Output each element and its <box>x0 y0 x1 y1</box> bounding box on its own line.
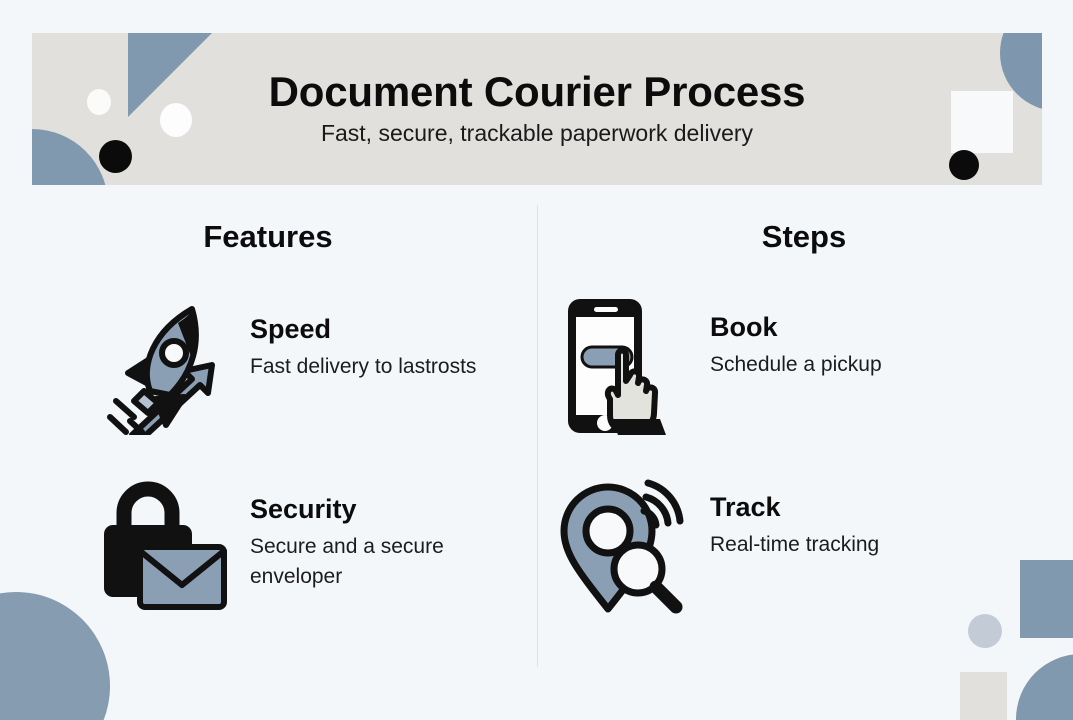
feature-security-desc: Secure and a secure enveloper <box>250 534 444 588</box>
decor-banner-black-dot-2 <box>949 150 979 180</box>
feature-item-speed: Speed Fast delivery to lastrosts <box>0 295 536 435</box>
column-divider <box>537 205 538 667</box>
header-banner: Document Courier Process Fast, secure, t… <box>32 33 1042 185</box>
step-book-desc: Schedule a pickup <box>710 352 882 376</box>
step-book-title: Book <box>710 312 778 342</box>
step-track-desc: Real-time tracking <box>710 532 880 556</box>
phone-tap-icon <box>556 295 688 435</box>
map-pin-search-icon <box>556 475 688 615</box>
feature-security-title: Security <box>250 494 357 524</box>
decor-banner-black-dot-1 <box>99 140 132 173</box>
page-subtitle: Fast, secure, trackable paperwork delive… <box>320 120 754 147</box>
steps-heading: Steps <box>761 219 847 254</box>
features-heading: Features <box>203 219 333 254</box>
feature-item-security: Security Secure and a secure enveloper <box>0 475 536 615</box>
steps-column: Steps <box>536 205 1072 675</box>
step-item-track: Track Real-time tracking <box>536 475 1072 615</box>
decor-bottom-right-dot <box>968 614 1002 648</box>
decor-banner-white-dot-2 <box>160 103 192 137</box>
content-columns: Features <box>0 205 1073 675</box>
header-text-block: Document Courier Process Fast, secure, t… <box>32 33 1042 185</box>
lock-envelope-icon <box>96 475 228 615</box>
decor-bottom-right-beige-square <box>960 672 1007 720</box>
feature-speed-text: Speed Fast delivery to lastrosts <box>250 295 476 382</box>
page-title: Document Courier Process <box>268 68 806 116</box>
feature-speed-desc: Fast delivery to lastrosts <box>250 354 477 378</box>
step-track-title: Track <box>710 492 781 522</box>
step-book-text: Book Schedule a pickup <box>710 295 882 380</box>
decor-banner-white-dot-1 <box>87 89 111 115</box>
decor-bottom-right-square <box>1020 560 1073 638</box>
step-item-book: Book Schedule a pickup <box>536 295 1072 435</box>
features-column: Features <box>0 205 536 675</box>
decor-banner-white-square <box>951 91 1013 153</box>
step-track-text: Track Real-time tracking <box>710 475 879 560</box>
rocket-icon <box>96 295 228 435</box>
feature-security-text: Security Secure and a secure enveloper <box>250 475 500 591</box>
feature-speed-title: Speed <box>250 314 332 344</box>
